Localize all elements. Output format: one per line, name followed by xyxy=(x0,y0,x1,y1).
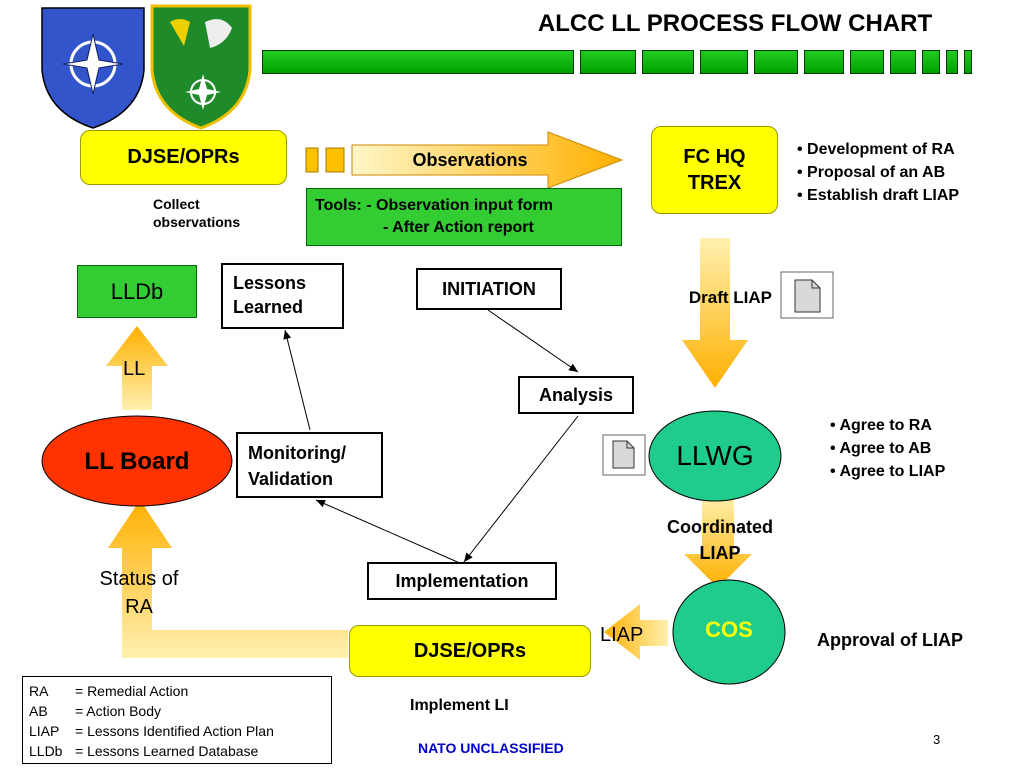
header-bar-segment xyxy=(642,50,694,74)
legend-abbr: LIAP xyxy=(29,723,60,739)
green-crest-shield-icon xyxy=(150,4,252,130)
implementation-box: Implementation xyxy=(367,562,557,600)
fc-bullet: Development of RA xyxy=(797,138,959,161)
ll-board-ellipse xyxy=(41,415,233,507)
legend-abbr: LLDb xyxy=(29,743,63,759)
implement-li-label: Implement LI xyxy=(410,697,509,714)
fc-hq-trex-box: FC HQ TREX xyxy=(651,126,778,214)
page-number: 3 xyxy=(933,732,941,747)
nato-compass-shield-icon xyxy=(41,7,145,129)
ll-label: LL xyxy=(123,358,146,380)
llwg-bullet: Agree to RA xyxy=(830,414,945,437)
document-icon xyxy=(602,434,646,476)
tools-box: Tools: - Observation input form - After … xyxy=(306,188,622,246)
cos-ellipse xyxy=(672,579,786,685)
analysis-box: Analysis xyxy=(518,376,634,414)
legend-def: = Remedial Action xyxy=(75,683,189,699)
observations-label: Observations xyxy=(412,150,528,170)
liap-label: LIAP xyxy=(600,624,644,646)
collect-observations-label: Collect observations xyxy=(153,196,241,230)
document-icon xyxy=(780,271,834,319)
djse-oprs-top-box: DJSE/OPRs xyxy=(80,130,287,185)
header-bar-segment xyxy=(946,50,958,74)
llwg-bullet: Agree to AB xyxy=(830,437,945,460)
header-bar-segment xyxy=(700,50,748,74)
llwg-bullet-list: Agree to RA Agree to AB Agree to LIAP xyxy=(830,414,945,483)
approval-of-liap-label: Approval of LIAP xyxy=(816,630,963,650)
header-bar-segment xyxy=(580,50,636,74)
tools-line-2: - After Action report xyxy=(383,219,534,236)
llwg-label: LLWG xyxy=(676,440,754,471)
tools-line-1: Tools: - Observation input form xyxy=(315,197,553,214)
fc-bullet: Establish draft LIAP xyxy=(797,184,959,207)
fc-bullet-list: Development of RA Proposal of an AB Esta… xyxy=(797,138,959,207)
page-title: ALCC LL PROCESS FLOW CHART xyxy=(537,10,933,37)
header-bar-segment xyxy=(754,50,798,74)
legend-box: RA = Remedial Action AB = Action Body LIAP… xyxy=(22,676,332,764)
header-bar-segment xyxy=(804,50,844,74)
header-bar-segment xyxy=(890,50,916,74)
header-bar-segment xyxy=(262,50,574,74)
coordinated-liap-label: Coordinated LIAP xyxy=(667,517,773,563)
header-bar xyxy=(262,50,1006,76)
fc-bullet: Proposal of an AB xyxy=(797,161,959,184)
header-bar-segment xyxy=(964,50,972,74)
classification-label: NATO UNCLASSIFIED xyxy=(418,740,564,756)
draft-liap-label: Draft LIAP xyxy=(688,288,772,307)
djse-oprs-bottom-box: DJSE/OPRs xyxy=(349,625,591,677)
initiation-box: INITIATION xyxy=(416,268,562,310)
monitoring-validation-box: Monitoring/ Validation xyxy=(236,432,383,498)
status-of-ra-label: Status of RA xyxy=(99,568,179,618)
legend-abbr: RA xyxy=(29,683,49,699)
legend-row: AB = Action Body xyxy=(29,701,325,721)
lessons-learned-box: Lessons Learned xyxy=(221,263,344,329)
legend-row: LLDb = Lessons Learned Database xyxy=(29,741,325,761)
header-bar-segment xyxy=(922,50,940,74)
llwg-ellipse xyxy=(648,410,782,502)
llwg-bullet: Agree to LIAP xyxy=(830,460,945,483)
ll-board-label: LL Board xyxy=(84,448,190,475)
legend-abbr: AB xyxy=(29,703,48,719)
legend-def: = Lessons Learned Database xyxy=(75,743,259,759)
lldb-box: LLDb xyxy=(77,265,197,318)
header-bar-segment xyxy=(850,50,884,74)
legend-row: LIAP = Lessons Identified Action Plan xyxy=(29,721,325,741)
legend-def: = Lessons Identified Action Plan xyxy=(75,723,274,739)
cos-label: COS xyxy=(705,617,753,642)
legend-row: RA = Remedial Action xyxy=(29,681,325,701)
legend-def: = Action Body xyxy=(75,703,162,719)
